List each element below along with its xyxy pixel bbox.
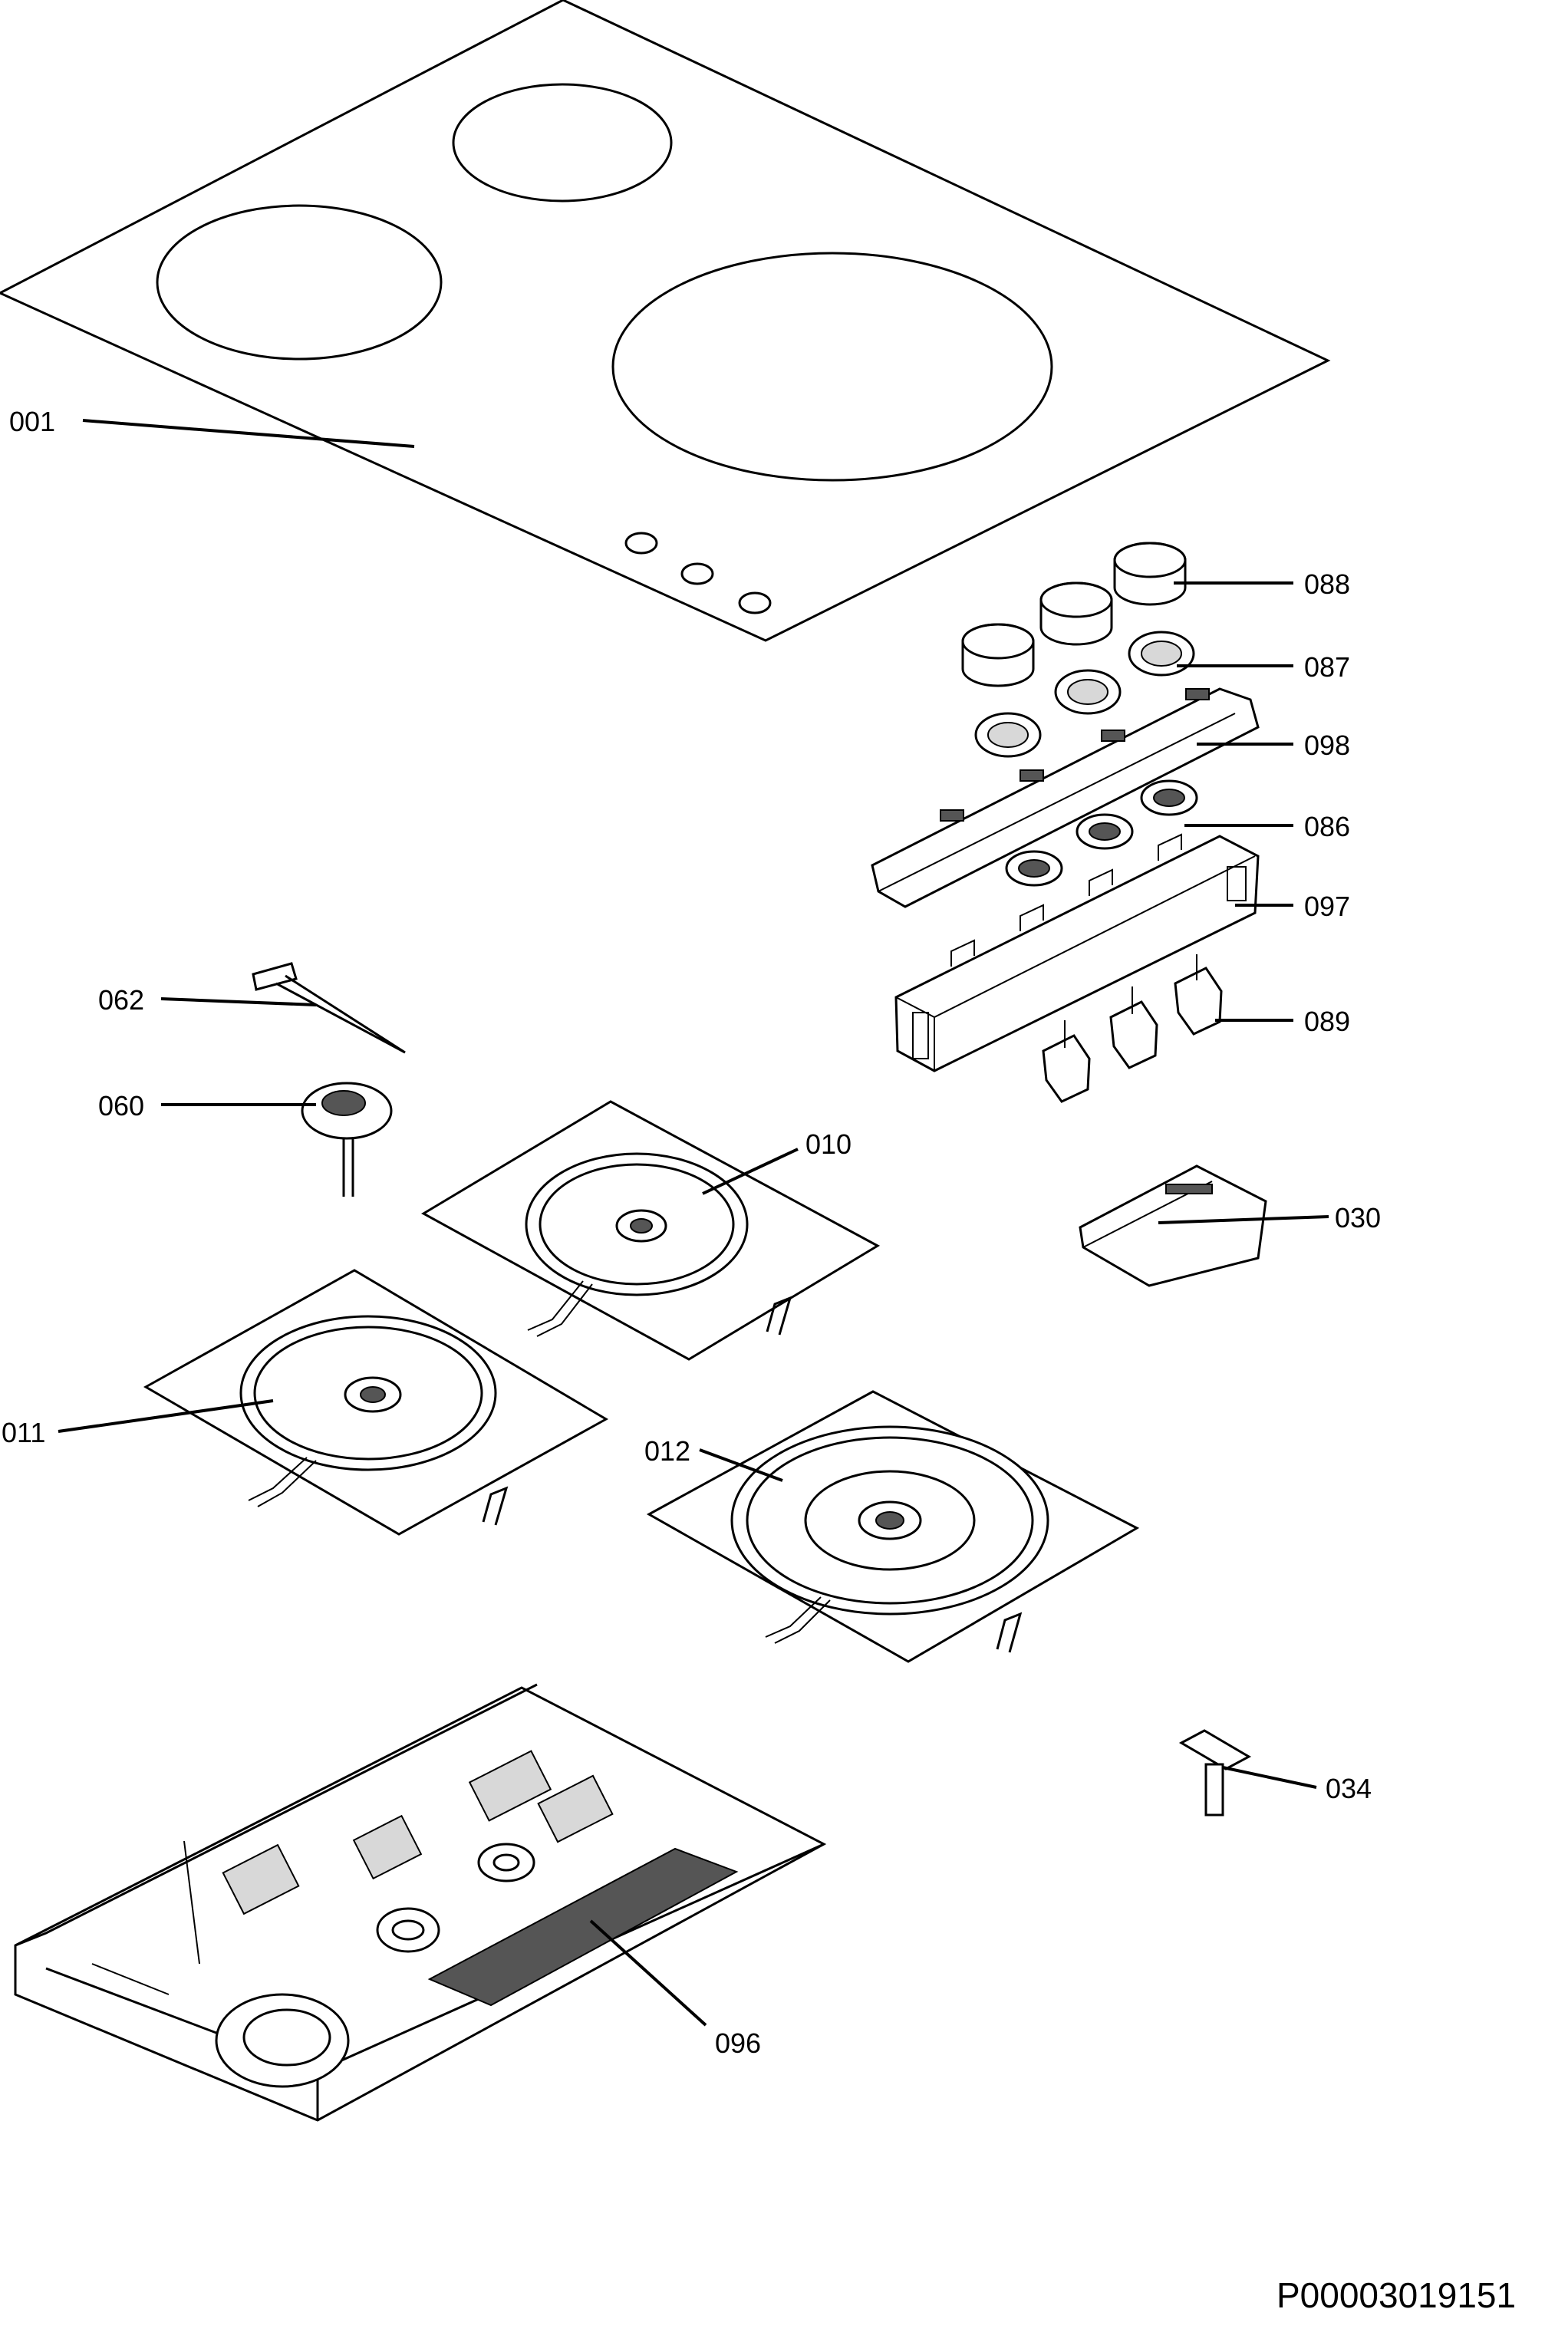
part-086-seals [1005, 779, 1198, 887]
part-030-terminal-block [1079, 1164, 1267, 1287]
label-010: 010 [805, 1128, 852, 1160]
label-086: 086 [1304, 811, 1350, 842]
label-034: 034 [1326, 1773, 1372, 1804]
label-087: 087 [1304, 651, 1350, 683]
part-087-knob-rings [974, 631, 1195, 758]
part-088-knobs [961, 542, 1187, 687]
label-012: 012 [644, 1435, 690, 1467]
part-062-bracket [252, 962, 406, 1054]
label-098: 098 [1304, 730, 1350, 761]
document-id: P00003019151 [1276, 2275, 1516, 2315]
part-011-heating-element [143, 1269, 609, 1536]
label-030: 030 [1335, 1202, 1381, 1234]
part-060-limiter [301, 1082, 393, 1197]
leader-lines [58, 419, 1329, 2027]
label-062: 062 [98, 984, 144, 1016]
label-097: 097 [1304, 891, 1350, 922]
part-034-mounting-clip [1178, 1729, 1252, 1817]
part-001-glass-top [0, 0, 1331, 642]
label-060: 060 [98, 1090, 144, 1122]
part-010-heating-element [420, 1100, 881, 1361]
label-088: 088 [1304, 568, 1350, 600]
part-labels: 001 088 087 098 086 097 089 062 060 010 … [2, 406, 1381, 2059]
label-089: 089 [1304, 1006, 1350, 1037]
label-011: 011 [2, 1417, 45, 1448]
part-012-heating-element [646, 1390, 1140, 1663]
part-089-switches [1042, 954, 1223, 1103]
label-001: 001 [9, 406, 55, 437]
label-096: 096 [715, 2027, 761, 2059]
part-098-control-board [871, 687, 1260, 908]
part-097-knob-housing [894, 833, 1260, 1072]
part-096-bottom-housing [14, 1683, 827, 2122]
